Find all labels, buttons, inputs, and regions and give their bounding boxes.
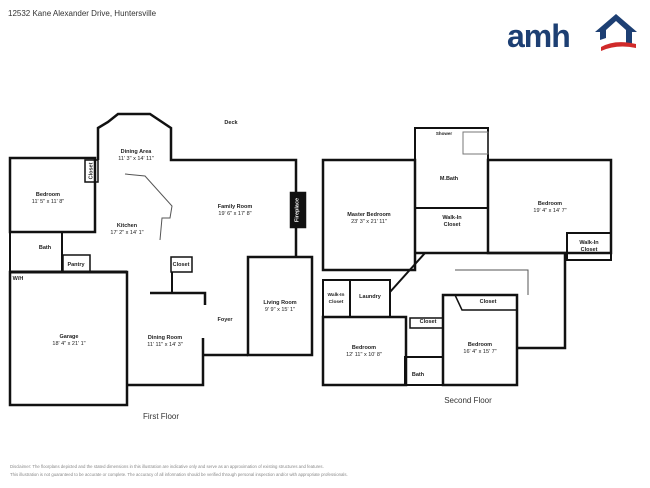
room-label-walk-in-closet-master: Walk-In Closet	[442, 215, 462, 228]
room-label-walk-in-closet-east: Walk-In Closet	[579, 240, 599, 253]
room-label-foyer: Foyer	[217, 317, 233, 323]
room-label-bath-second: Bath	[411, 372, 425, 378]
room-label-closet-hall: Closet	[479, 299, 497, 305]
disclaimer-line-2: This illustration is not guaranteed to b…	[10, 472, 348, 477]
room-label-closet-stairs: Closet	[172, 262, 190, 268]
disclaimer-line-1: Disclaimer: The floorplans depicted and …	[10, 464, 324, 469]
room-label-closet-bath: Closet	[419, 319, 437, 325]
room-label-bath: Bath	[38, 245, 52, 251]
room-label-master-bath: M.Bath	[439, 176, 459, 182]
room-label-laundry: Laundry	[359, 294, 381, 300]
second-floor-title: Second Floor	[444, 396, 492, 405]
room-label-deck: Deck	[224, 120, 238, 126]
amh-logo-graphic: amh	[507, 14, 637, 52]
property-address: 12532 Kane Alexander Drive, Huntersville	[8, 9, 157, 18]
room-label-shower: Shower	[435, 131, 453, 136]
svg-text:amh: amh	[507, 18, 570, 52]
room-label-walk-in-closet-west: Walk-In Closet	[327, 293, 345, 305]
room-label-fireplace: Fireplace	[294, 197, 301, 223]
room-label-pantry: Pantry	[67, 262, 85, 268]
amh-logo: amh	[505, 8, 640, 52]
room-label-water-heater: W/H	[12, 276, 24, 282]
room-label-closet: Closet	[88, 162, 95, 180]
first-floor-title: First Floor	[143, 412, 179, 421]
